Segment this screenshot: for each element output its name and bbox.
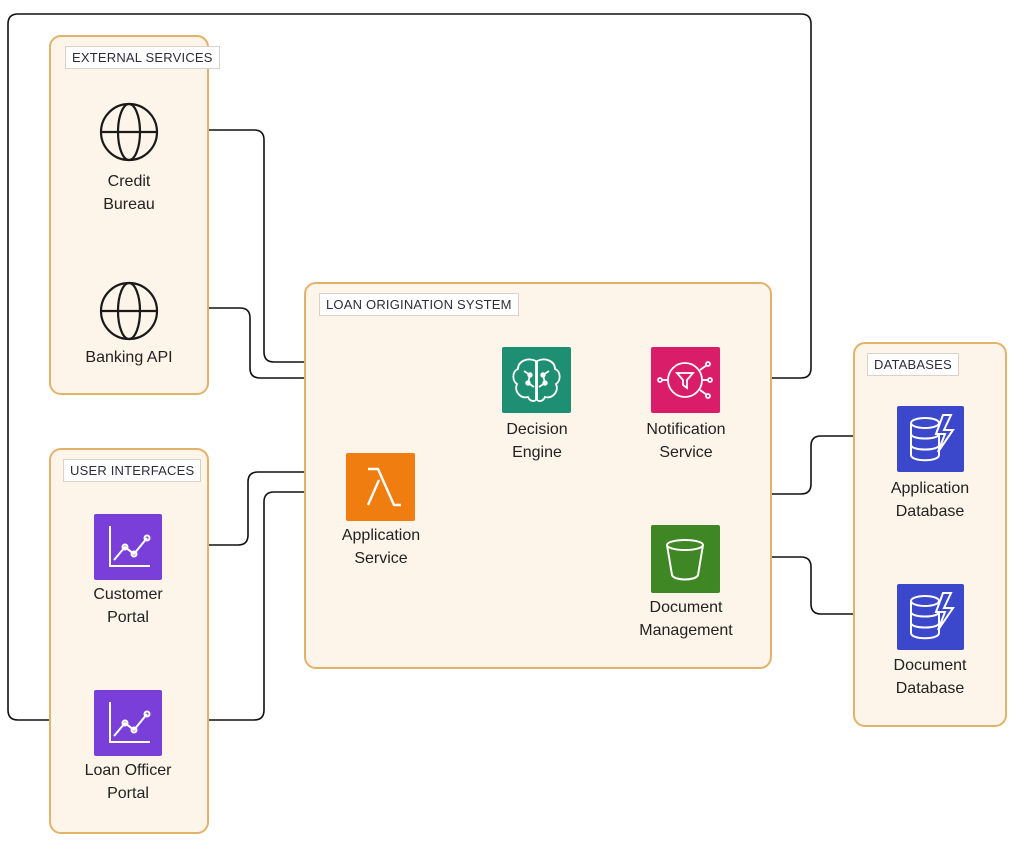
lambda-icon[interactable] [346, 453, 415, 521]
label-line: Customer [93, 586, 163, 603]
group-title: LOAN ORIGINATION SYSTEM [319, 293, 519, 316]
label-line: Engine [512, 444, 562, 461]
banking-api-label: Banking API [49, 346, 209, 369]
edge-banking-api-to-decision-engine [164, 307, 502, 385]
label-line: Banking API [85, 349, 173, 366]
label-line: Service [354, 550, 408, 567]
notification-service-label: Notification Service [606, 418, 766, 464]
database-icon[interactable] [897, 584, 964, 650]
document-management-label: Document Management [606, 596, 766, 642]
brain-icon[interactable] [502, 347, 571, 413]
label-line: Portal [107, 785, 149, 802]
edge-credit-bureau-to-decision-engine [164, 129, 502, 369]
label-line: Loan Officer [84, 762, 172, 779]
group-title: USER INTERFACES [63, 459, 202, 482]
credit-bureau-label: Credit Bureau [49, 170, 209, 216]
edge-loan-officer-portal-to-application-service [164, 485, 344, 721]
group-title: EXTERNAL SERVICES [65, 46, 220, 69]
group-title: DATABASES [867, 353, 959, 376]
customer-portal-label: Customer Portal [48, 583, 208, 629]
document-database-label: Document Database [850, 654, 1010, 700]
notification-icon[interactable] [651, 347, 720, 413]
edge-application-service-to-application-database [417, 429, 897, 495]
globe-icon[interactable] [98, 101, 160, 163]
decision-engine-label: Decision Engine [457, 418, 617, 464]
user-interfaces-group: USER INTERFACES [49, 448, 209, 834]
label-line: Portal [107, 609, 149, 626]
label-line: Application [341, 527, 421, 544]
edge-notification-service-to-loan-officer-portal [7, 13, 812, 727]
label-line: Application [890, 480, 970, 497]
external-services-group: EXTERNAL SERVICES [49, 35, 220, 395]
label-line: Bureau [103, 196, 155, 213]
loan-officer-portal-label: Loan Officer Portal [48, 759, 208, 805]
application-service-label: Application Service [301, 524, 461, 570]
label-line: Credit [107, 173, 151, 190]
label-line: Document [893, 657, 967, 674]
label-line: Database [895, 503, 965, 520]
label-line: Document [649, 599, 723, 616]
application-database-label: Application Database [850, 477, 1010, 523]
portal-icon[interactable] [94, 690, 162, 756]
bucket-icon[interactable] [651, 525, 720, 593]
label-line: Notification [646, 421, 726, 438]
edge-document-management-to-document-database [721, 556, 897, 621]
edge-customer-portal-to-application-service [164, 465, 344, 546]
label-line: Management [639, 622, 733, 639]
label-line: Decision [506, 421, 568, 438]
globe-icon[interactable] [98, 280, 160, 342]
database-icon[interactable] [897, 406, 964, 472]
label-line: Database [895, 680, 965, 697]
label-line: Service [659, 444, 713, 461]
portal-icon[interactable] [94, 514, 162, 580]
